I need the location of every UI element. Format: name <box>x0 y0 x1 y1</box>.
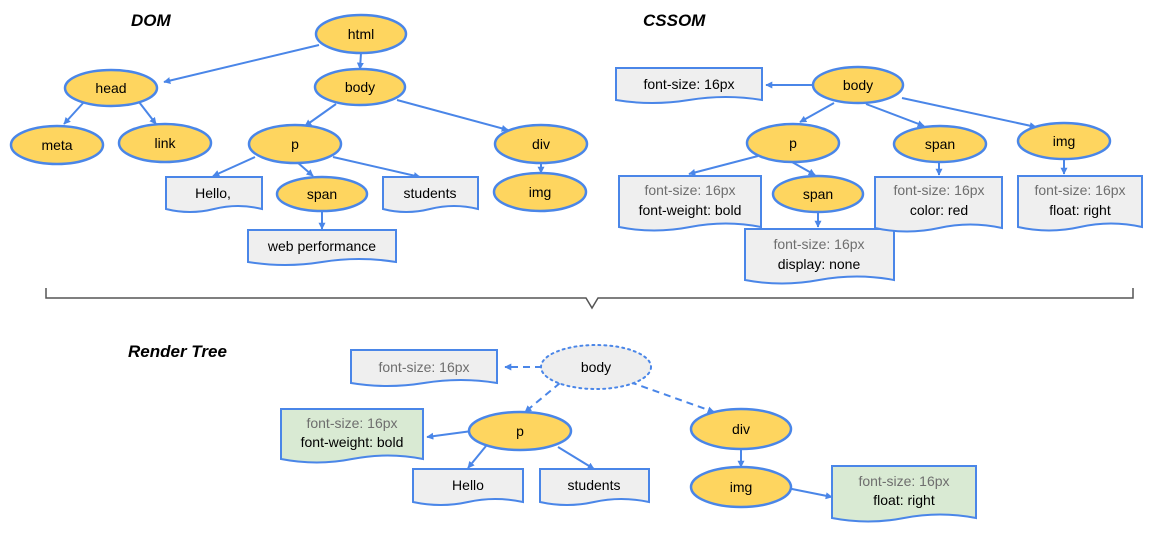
cssom-span-child-style-box <box>744 228 895 285</box>
dom-node-p <box>247 123 343 165</box>
edge-html-head <box>163 44 320 84</box>
render-node-p <box>467 410 573 452</box>
edge-render-p-style <box>426 430 473 440</box>
cssom-node-body-label: body <box>843 77 873 93</box>
cssom-node-span-label: span <box>925 136 955 152</box>
render-node-img <box>689 465 793 509</box>
edge-cssom-body-img <box>901 97 1037 130</box>
dom-node-html-label: html <box>348 26 374 42</box>
edge-cssom-p-span <box>791 161 816 176</box>
cssom-span-style-box <box>874 176 1003 233</box>
dom-node-link <box>117 122 213 164</box>
dom-text-students: students <box>404 185 457 201</box>
edge-cssom-p-style <box>688 155 759 176</box>
render-p-style-box <box>280 408 424 464</box>
render-node-div-label: div <box>732 421 750 437</box>
dom-node-span-label: span <box>307 186 337 202</box>
dom-text-hello: Hello, <box>195 185 231 201</box>
dom-node-meta-label: meta <box>41 137 72 153</box>
merge-brace <box>45 288 1134 310</box>
render-p-style-2: font-weight: bold <box>301 434 404 450</box>
dom-node-link-label: link <box>154 135 176 151</box>
edge-head-link <box>138 101 157 125</box>
cssom-tree: body p span img span font-size: 16px fon… <box>615 65 1143 285</box>
dom-text-hello-box <box>165 176 263 213</box>
dom-tree: html head body meta link p div span img … <box>9 13 589 266</box>
render-text-hello-box <box>412 468 524 506</box>
cssom-span-style-1: font-size: 16px <box>893 182 984 198</box>
cssom-span-style-2: color: red <box>910 202 968 218</box>
edge-head-meta <box>63 101 85 125</box>
cssom-body-style: font-size: 16px <box>643 76 734 92</box>
cssom-node-img <box>1016 121 1112 161</box>
cssom-span-child-style-1: font-size: 16px <box>773 236 864 252</box>
cssom-edges <box>688 81 1068 228</box>
cssom-p-style-2: font-weight: bold <box>639 202 742 218</box>
render-img-style-box <box>831 465 977 523</box>
edge-render-p-students <box>557 446 595 470</box>
dom-text-students-box <box>382 176 479 213</box>
edge-p-hello <box>212 156 256 177</box>
edge-p-span <box>296 161 314 177</box>
dom-text-webperf: web performance <box>267 238 376 254</box>
render-tree-edges <box>426 363 833 500</box>
cssom-node-span-child-label: span <box>803 186 833 202</box>
dom-node-img-label: img <box>529 184 552 200</box>
edge-render-img-style <box>786 487 833 500</box>
edge-html-body <box>356 52 364 70</box>
edge-cssom-body-p <box>799 102 835 123</box>
render-text-hello: Hello <box>452 477 484 493</box>
edge-body-div <box>396 99 509 132</box>
dom-title: DOM <box>131 11 172 30</box>
dom-node-p-label: p <box>291 136 299 152</box>
dom-node-div-label: div <box>532 136 550 152</box>
cssom-img-style-1: font-size: 16px <box>1034 182 1125 198</box>
cssom-img-style-2: float: right <box>1049 202 1111 218</box>
dom-node-head <box>63 68 159 108</box>
cssom-p-style-1: font-size: 16px <box>644 182 735 198</box>
edge-p-students <box>332 156 421 179</box>
cssom-node-body <box>811 65 905 105</box>
render-body-style-box <box>350 349 498 387</box>
cssom-title: CSSOM <box>643 11 706 30</box>
render-text-students: students <box>568 477 621 493</box>
render-node-body-label: body <box>581 359 611 375</box>
render-p-style-1: font-size: 16px <box>306 415 397 431</box>
dom-node-body-label: body <box>345 79 375 95</box>
cssom-node-img-label: img <box>1053 133 1076 149</box>
render-tree-title: Render Tree <box>128 342 227 361</box>
dom-node-span <box>275 175 369 213</box>
cssom-node-p-label: p <box>789 135 797 151</box>
render-tree: body p div img font-size: 16px font-size… <box>280 344 977 523</box>
dom-node-html <box>314 13 408 55</box>
dom-node-meta <box>9 124 105 166</box>
render-node-p-label: p <box>516 423 524 439</box>
render-node-body <box>540 344 652 390</box>
cssom-node-p <box>745 122 841 164</box>
dom-node-head-label: head <box>95 80 126 96</box>
dom-node-body <box>313 67 407 107</box>
render-body-style: font-size: 16px <box>378 359 469 375</box>
cssom-node-span-child <box>771 174 865 214</box>
render-node-div <box>689 407 793 451</box>
render-node-img-label: img <box>730 479 753 495</box>
dom-text-webperf-box <box>247 229 397 266</box>
cssom-span-child-style-2: display: none <box>778 256 861 272</box>
edge-render-body-div <box>629 381 715 414</box>
edge-cssom-body-span <box>865 103 925 128</box>
edge-render-body-p <box>524 382 561 413</box>
cssom-p-style-box <box>618 175 762 232</box>
cssom-img-style-box <box>1017 175 1143 232</box>
cssom-body-style-box <box>615 67 763 104</box>
dom-node-img <box>492 171 588 213</box>
render-img-style-1: font-size: 16px <box>858 473 949 489</box>
edge-render-p-hello <box>467 445 487 469</box>
cssom-node-span <box>892 124 988 164</box>
render-img-style-2: float: right <box>873 492 935 508</box>
dom-node-div <box>493 123 589 165</box>
render-text-students-box <box>539 468 650 506</box>
edge-body-p <box>304 103 337 127</box>
